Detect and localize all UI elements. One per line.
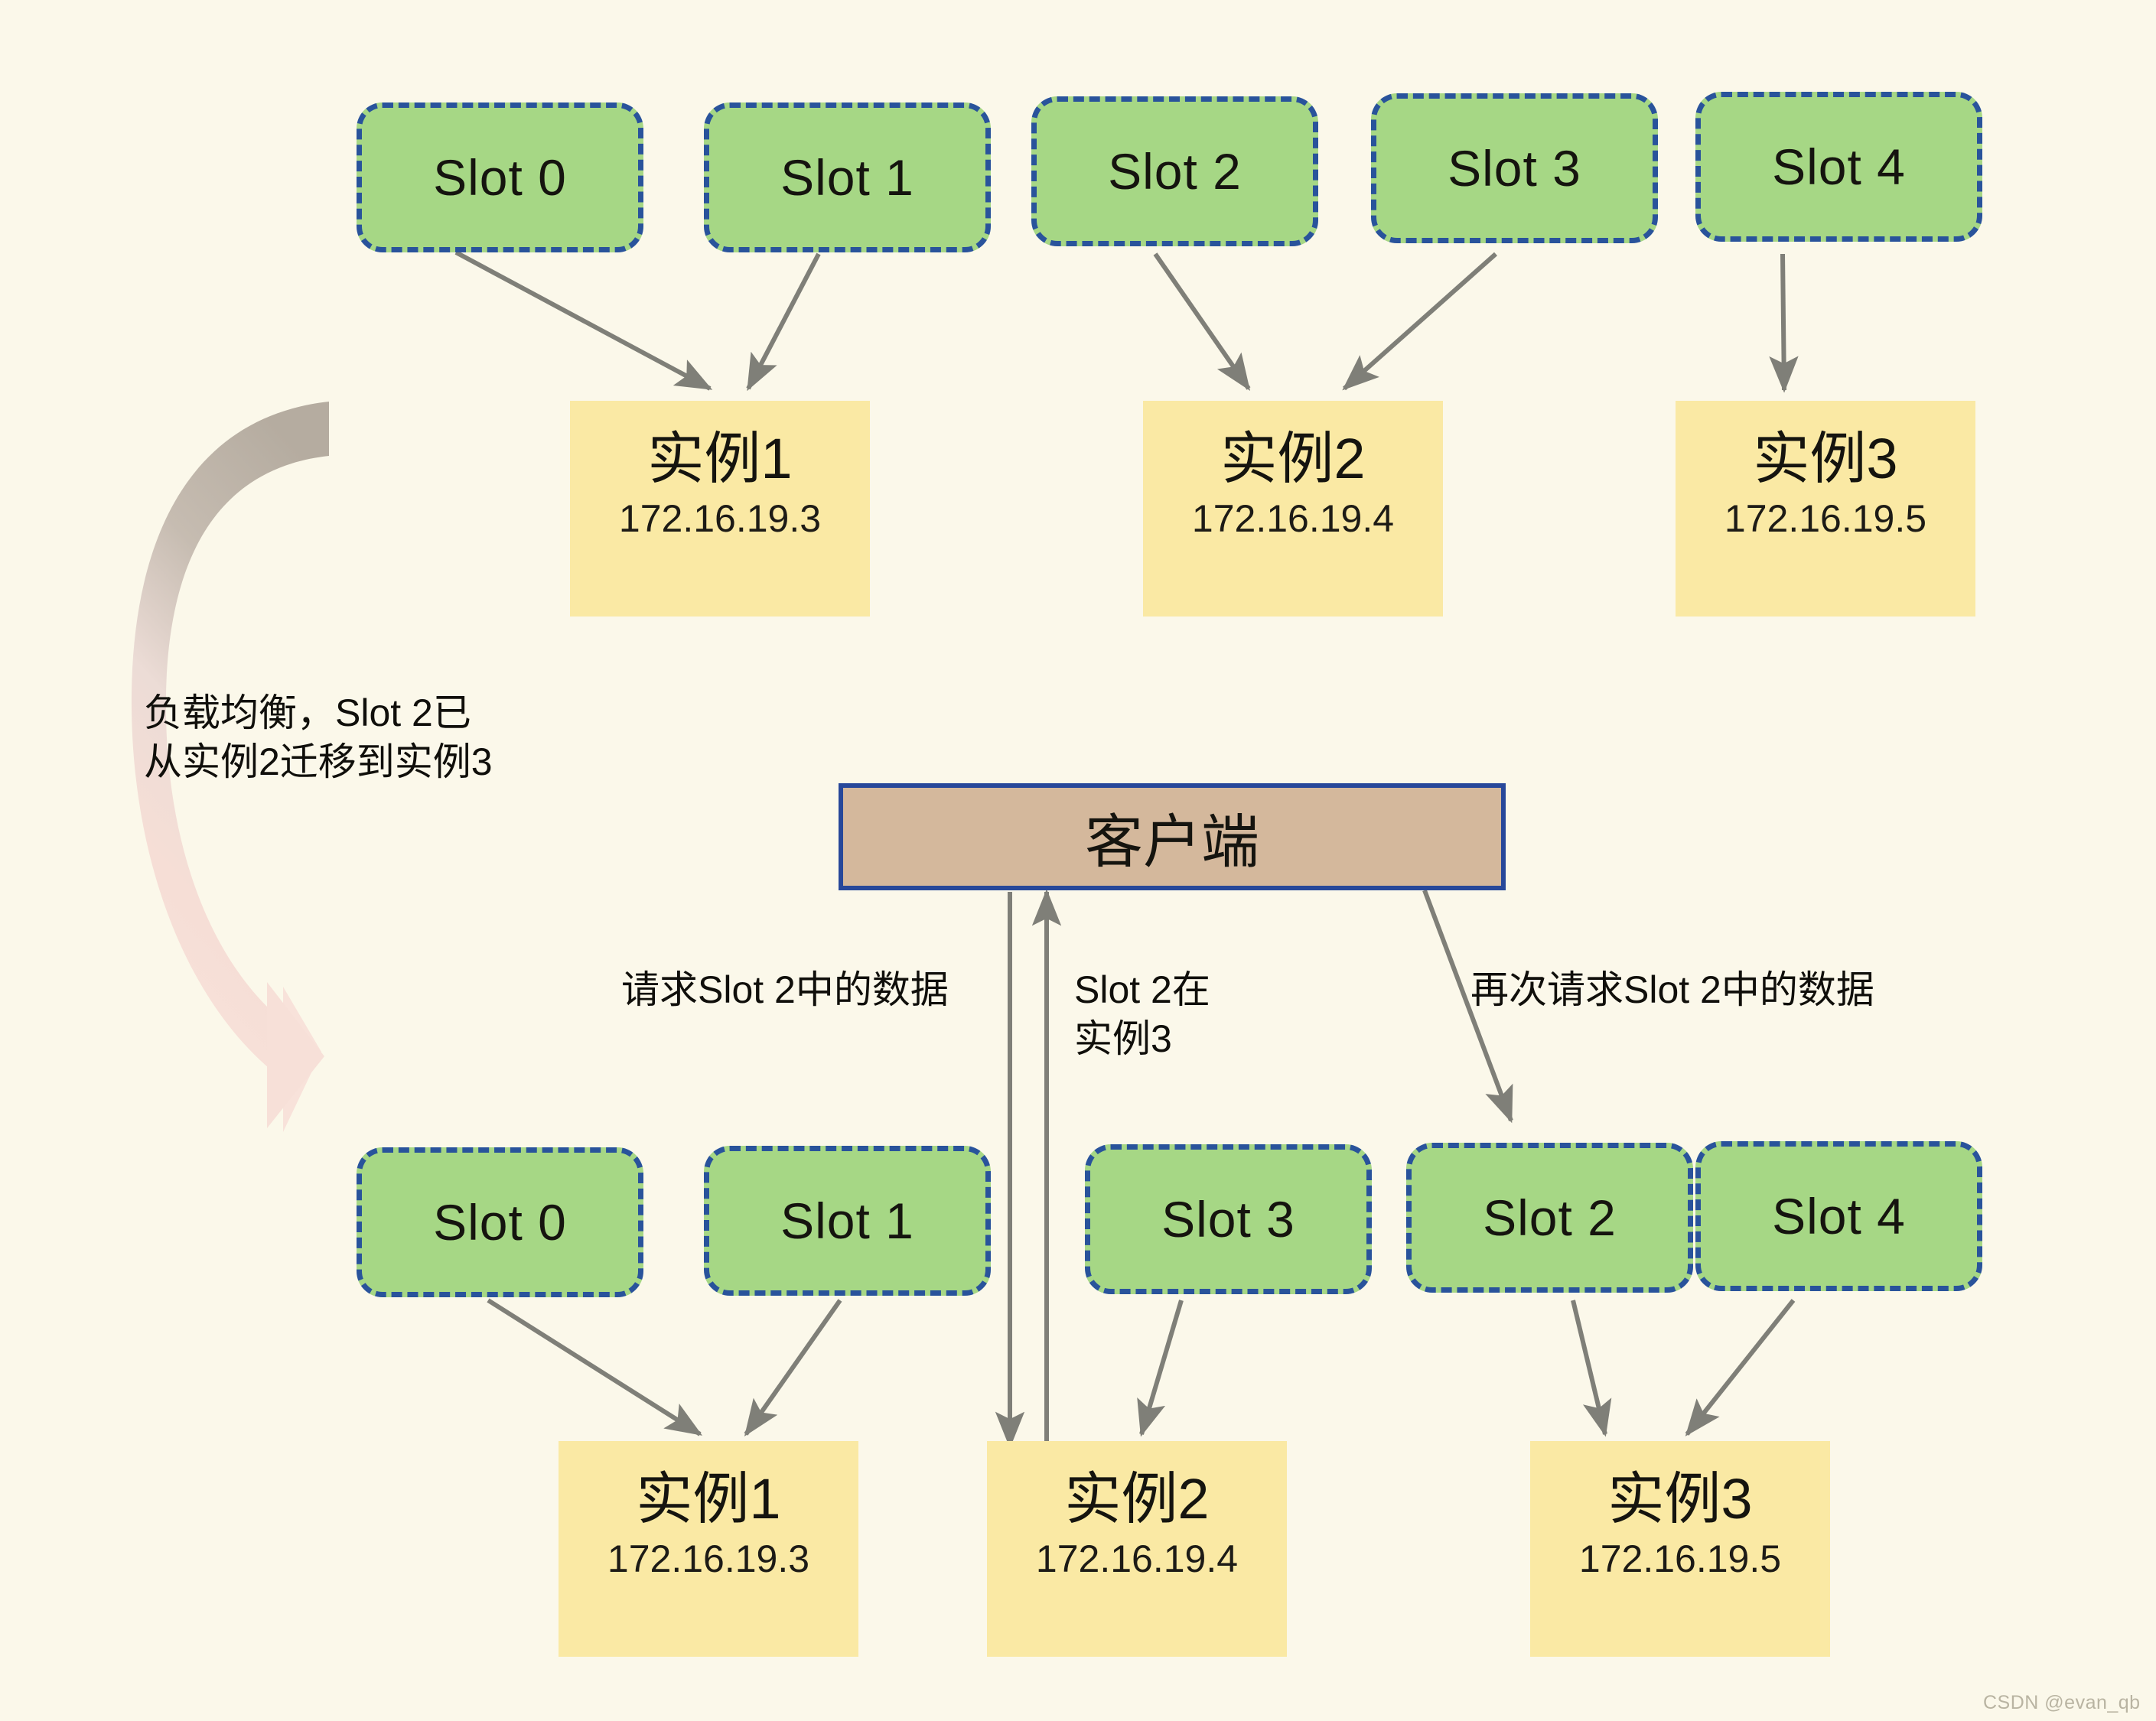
slot-label: Slot 1 (780, 149, 914, 206)
slot-node[interactable]: Slot 3 (1085, 1144, 1372, 1294)
bottom-connectors (487, 1298, 1796, 1437)
slot-node[interactable]: Slot 2 (1031, 96, 1318, 246)
slot-label: Slot 2 (1108, 143, 1242, 200)
slot-node[interactable]: Slot 2 (1406, 1143, 1693, 1293)
slot-label: Slot 4 (1772, 138, 1906, 195)
instance-ip: 172.16.19.3 (618, 497, 822, 541)
instance-ip: 172.16.19.5 (1724, 497, 1927, 541)
migration-note: 负载均衡，Slot 2已 从实例2迁移到实例3 (144, 691, 493, 783)
instance-name: 实例2 (1220, 427, 1366, 490)
slot-label: Slot 0 (433, 1194, 567, 1251)
slot-label: Slot 3 (1448, 140, 1581, 197)
client-node[interactable]: 客户端 (839, 783, 1506, 890)
instance-name: 实例2 (1064, 1467, 1210, 1531)
slot-label: Slot 4 (1772, 1188, 1906, 1244)
slot-label: Slot 0 (433, 149, 567, 206)
instance-node[interactable]: 实例1 172.16.19.3 (559, 1441, 858, 1657)
request-slot2-note: 请求Slot 2中的数据 (621, 968, 949, 1011)
slot2-location-note: Slot 2在 实例3 (1074, 968, 1210, 1060)
instance-node[interactable]: 实例2 172.16.19.4 (987, 1441, 1287, 1657)
instance-name: 实例1 (636, 1467, 781, 1531)
instance-name: 实例3 (1607, 1467, 1753, 1531)
slot-node[interactable]: Slot 0 (357, 102, 643, 252)
client-label: 客户端 (1085, 810, 1259, 875)
top-connectors (454, 250, 1799, 393)
instance-node[interactable]: 实例3 172.16.19.5 (1676, 401, 1975, 617)
instance-ip: 172.16.19.4 (1035, 1537, 1239, 1581)
slot-label: Slot 2 (1483, 1189, 1617, 1246)
instance-name: 实例3 (1753, 427, 1898, 490)
watermark: CSDN @evan_qb (1983, 1692, 2141, 1713)
request-again-note: 再次请求Slot 2中的数据 (1470, 968, 1874, 1011)
slot-node[interactable]: Slot 4 (1695, 92, 1982, 242)
instance-ip: 172.16.19.4 (1191, 497, 1395, 541)
slot-label: Slot 1 (780, 1192, 914, 1249)
instance-node[interactable]: 实例2 172.16.19.4 (1143, 401, 1443, 617)
instance-node[interactable]: 实例1 172.16.19.3 (570, 401, 870, 617)
instance-ip: 172.16.19.3 (607, 1537, 810, 1581)
client-instance2-connectors (995, 889, 1062, 1449)
slot-node[interactable]: Slot 0 (357, 1147, 643, 1297)
instance-node[interactable]: 实例3 172.16.19.5 (1530, 1441, 1830, 1657)
instance-name: 实例1 (647, 427, 793, 490)
slot-node[interactable]: Slot 3 (1371, 93, 1658, 243)
slot-node[interactable]: Slot 1 (704, 1146, 991, 1296)
slot-node[interactable]: Slot 4 (1695, 1141, 1982, 1291)
instance-ip: 172.16.19.5 (1578, 1537, 1782, 1581)
slot-label: Slot 3 (1161, 1191, 1295, 1248)
slot-node[interactable]: Slot 1 (704, 102, 991, 252)
